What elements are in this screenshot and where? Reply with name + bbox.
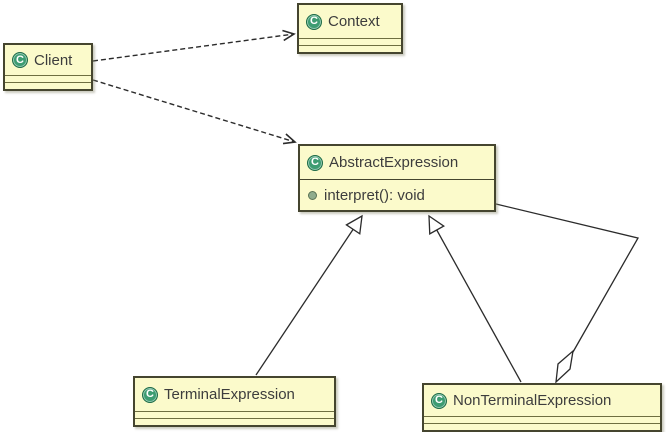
fields-compartment <box>135 411 334 418</box>
fields-compartment <box>424 416 660 423</box>
class-title-row: C Context <box>299 5 401 38</box>
class-node-abstract-expression[interactable]: C AbstractExpression interpret(): void <box>298 144 496 212</box>
class-name-label: NonTerminalExpression <box>453 392 612 409</box>
class-node-client[interactable]: C Client <box>3 43 93 91</box>
class-icon: C <box>142 386 158 403</box>
method-icon <box>308 190 317 200</box>
methods-compartment <box>5 82 91 89</box>
methods-compartment <box>424 423 660 430</box>
fields-compartment <box>299 38 401 45</box>
method-row-interpret[interactable]: interpret(): void <box>300 179 494 210</box>
methods-compartment <box>299 45 401 52</box>
class-name-label: AbstractExpression <box>329 154 459 171</box>
class-node-terminal-expression[interactable]: C TerminalExpression <box>133 376 336 427</box>
method-label: interpret(): void <box>324 186 425 204</box>
class-title-row: C NonTerminalExpression <box>424 385 660 416</box>
methods-compartment <box>135 418 334 425</box>
class-icon: C <box>12 52 28 68</box>
class-name-label: Client <box>34 51 73 69</box>
fields-compartment <box>5 75 91 82</box>
aggregation-diamond[interactable] <box>555 349 574 384</box>
class-node-non-terminal-expression[interactable]: C NonTerminalExpression <box>422 383 662 432</box>
generalization-non-terminal-expression-to-abstract-expression[interactable] <box>428 214 522 383</box>
class-title-row: C AbstractExpression <box>300 146 494 179</box>
dependency-client-to-context[interactable] <box>92 29 296 62</box>
class-node-context[interactable]: C Context <box>297 3 403 54</box>
generalization-terminal-expression-to-abstract-expression[interactable] <box>255 214 363 376</box>
class-name-label: Context <box>328 13 380 30</box>
class-icon: C <box>306 13 322 30</box>
class-icon: C <box>431 392 447 409</box>
class-name-label: TerminalExpression <box>164 386 295 403</box>
aggregation-abstract-expression-to-non-terminal-expression[interactable] <box>495 203 639 353</box>
dependency-client-to-abstract-expression[interactable] <box>92 79 297 145</box>
class-icon: C <box>307 154 323 171</box>
class-title-row: C TerminalExpression <box>135 378 334 411</box>
class-title-row: C Client <box>5 45 91 75</box>
